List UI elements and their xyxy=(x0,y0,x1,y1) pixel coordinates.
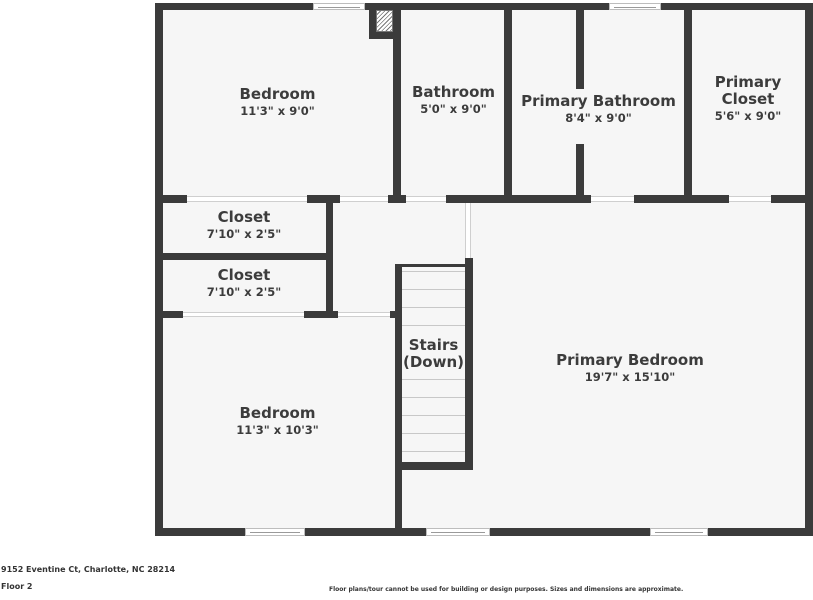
wall-h-314-a xyxy=(155,311,183,318)
room-dimensions: 11'3" x 9'0" xyxy=(240,103,315,118)
room-dimensions: 11'3" x 10'3" xyxy=(236,422,319,437)
wall-h-199-e xyxy=(634,195,729,203)
room-name: Bedroom xyxy=(239,404,316,422)
stair-tread xyxy=(402,451,465,452)
stair-tread xyxy=(402,271,465,272)
wall-h-199-c xyxy=(388,195,406,203)
wall-stairs-bottom xyxy=(395,462,473,470)
door-primary-bathroom[interactable] xyxy=(591,196,634,202)
wall-h-199-a xyxy=(155,195,187,203)
room-closet-2: Closet 7'10" x 2'5" xyxy=(170,267,318,299)
room-bedroom-2: Bedroom 11'3" x 10'3" xyxy=(200,405,355,437)
floor-label: Floor 2 xyxy=(1,582,33,591)
window-primary-bedroom-1 xyxy=(426,528,490,536)
floor-area xyxy=(160,7,808,532)
room-stairs: Stairs (Down) xyxy=(402,337,465,371)
wall-bedroom-bathroom xyxy=(393,7,401,203)
stair-tread xyxy=(402,415,465,416)
room-name: Closet xyxy=(217,208,271,226)
window-primary-bath-top xyxy=(609,3,661,10)
address-text: 9152 Eventine Ct, Charlotte, NC 28214 xyxy=(1,565,176,574)
room-name: Stairs (Down) xyxy=(402,336,464,371)
room-dimensions: 8'4" x 9'0" xyxy=(565,110,632,125)
door-closet-2[interactable] xyxy=(183,312,304,317)
room-dimensions: 5'0" x 9'0" xyxy=(420,101,487,116)
door-primary-closet[interactable] xyxy=(729,196,771,202)
wall-primarybath-partition-bottom xyxy=(576,144,584,203)
wall-stairs-left xyxy=(395,264,402,532)
outer-wall-top xyxy=(155,3,813,10)
room-name: Primary Bedroom xyxy=(556,351,704,369)
room-bedroom-1: Bedroom 11'3" x 9'0" xyxy=(200,86,355,118)
wall-bathroom-primarybath xyxy=(504,7,512,203)
door-bedroom-closet[interactable] xyxy=(187,196,307,202)
room-name: Primary Closet xyxy=(714,73,782,108)
floor-plan: Bedroom 11'3" x 9'0" Bathroom 5'0" x 9'0… xyxy=(155,3,813,536)
room-dimensions: 7'10" x 2'5" xyxy=(206,284,282,299)
wall-h-199-d xyxy=(446,195,591,203)
stair-tread xyxy=(402,379,465,380)
door-primary-bedroom[interactable] xyxy=(465,203,471,258)
window-bedroom-top xyxy=(313,3,365,10)
chimney-hatch xyxy=(376,10,393,32)
room-dimensions: 5'6" x 9'0" xyxy=(714,108,782,123)
outer-wall-left xyxy=(155,3,163,536)
room-primary-closet: Primary Closet 5'6" x 9'0" xyxy=(703,74,793,122)
window-bedroom-bottom xyxy=(245,528,305,536)
door-bedroom-hall[interactable] xyxy=(340,196,388,202)
wall-stairs-top xyxy=(395,264,467,267)
stair-tread xyxy=(402,325,465,326)
room-primary-bedroom: Primary Bedroom 19'7" x 15'10" xyxy=(530,352,730,384)
room-name: Closet xyxy=(217,266,271,284)
stair-tread xyxy=(402,397,465,398)
room-dimensions: 19'7" x 15'10" xyxy=(584,369,676,384)
wall-h-314-b xyxy=(304,311,338,318)
wall-primarybath-partition-top xyxy=(576,7,584,89)
room-name: Bathroom xyxy=(411,83,496,101)
room-closet-1: Closet 7'10" x 2'5" xyxy=(170,209,318,241)
disclaimer-text: Floor plans/tour cannot be used for buil… xyxy=(329,586,684,593)
room-name: Bedroom xyxy=(239,85,316,103)
room-bathroom: Bathroom 5'0" x 9'0" xyxy=(401,84,506,116)
stair-tread xyxy=(402,289,465,290)
room-primary-bathroom: Primary Bathroom 8'4" x 9'0" xyxy=(512,93,685,125)
wall-stairs-right xyxy=(465,258,473,470)
wall-h-199-b xyxy=(307,195,340,203)
wall-h-314-c xyxy=(390,311,398,318)
wall-h-199-f xyxy=(771,195,813,203)
room-name: Primary Bathroom xyxy=(521,92,676,110)
outer-wall-right xyxy=(805,3,813,536)
stair-tread xyxy=(402,307,465,308)
door-bathroom[interactable] xyxy=(406,196,446,202)
door-bedroom-2[interactable] xyxy=(338,312,390,317)
window-primary-bedroom-2 xyxy=(650,528,708,536)
stair-tread xyxy=(402,433,465,434)
wall-between-closets xyxy=(155,253,333,260)
room-dimensions: 7'10" x 2'5" xyxy=(206,226,282,241)
wall-primarybath-closet xyxy=(684,7,692,203)
